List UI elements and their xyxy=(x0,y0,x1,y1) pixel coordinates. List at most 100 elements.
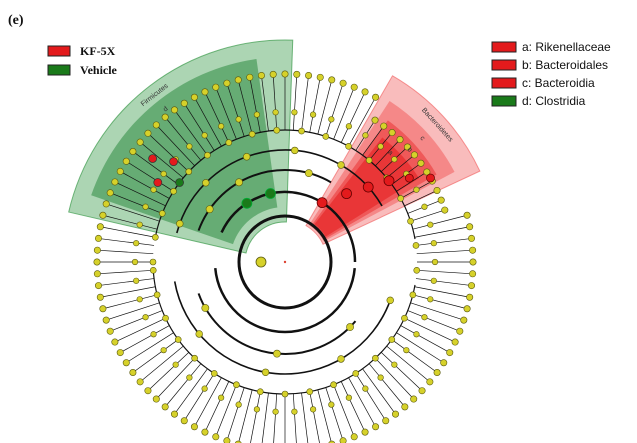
leaf-branch xyxy=(156,357,195,400)
leaf-branch xyxy=(396,332,444,364)
leaf-branch xyxy=(139,141,184,179)
leaf-branch xyxy=(194,97,222,147)
leaf-branch xyxy=(126,160,174,192)
leaf-branch xyxy=(412,214,468,230)
genus-node xyxy=(142,203,149,210)
leaf-node xyxy=(136,138,144,146)
kf5x-leaf-node xyxy=(405,173,414,183)
family-node xyxy=(233,381,240,389)
leaf-branch xyxy=(292,393,297,443)
leaf-node xyxy=(328,76,336,84)
genus-node xyxy=(160,347,167,354)
leaf-node xyxy=(396,136,404,144)
family-node xyxy=(298,127,305,135)
taxa-swatch-c xyxy=(491,77,517,89)
leaf-branch xyxy=(375,139,401,167)
family-node xyxy=(306,388,314,395)
genus-node xyxy=(291,408,298,415)
genus-node xyxy=(310,406,317,413)
family-node xyxy=(170,187,177,195)
family-node xyxy=(397,195,404,202)
leaf-branch xyxy=(333,384,355,437)
leaf-branch xyxy=(249,77,261,133)
bacteroidales-node xyxy=(341,188,352,200)
arc-level-4b xyxy=(173,281,391,375)
leaf-branch xyxy=(132,151,179,185)
class-node xyxy=(235,178,243,187)
leaf-branch xyxy=(226,387,245,441)
family-node xyxy=(149,266,157,274)
leaf-branch xyxy=(102,214,158,230)
genus-node xyxy=(235,116,242,123)
leaf-node xyxy=(170,106,178,114)
leaf-branch xyxy=(261,75,269,132)
genus-node xyxy=(253,406,260,413)
leaf-node xyxy=(437,196,445,204)
vehicle-node xyxy=(175,178,184,187)
leaf-node xyxy=(180,99,188,107)
leaf-branch xyxy=(120,325,170,353)
leaf-node xyxy=(440,359,448,367)
order-node xyxy=(242,153,251,161)
leaf-branch xyxy=(317,79,333,135)
leaf-branch xyxy=(410,209,445,222)
genus-node xyxy=(142,314,149,321)
leaf-branch xyxy=(317,389,332,443)
family-node xyxy=(248,130,256,138)
leaf-node xyxy=(339,437,347,443)
leaf-node xyxy=(106,327,114,335)
genus-node xyxy=(272,109,279,116)
leaf-node xyxy=(426,378,434,386)
leaf-node xyxy=(371,116,379,124)
leaf-node xyxy=(106,189,114,197)
vehicle-swatch xyxy=(47,64,71,76)
genus-node xyxy=(172,361,179,368)
leaf-node xyxy=(201,88,209,96)
order-node xyxy=(386,296,394,305)
family-node xyxy=(256,388,264,395)
leaf-node xyxy=(212,83,220,91)
genus-node xyxy=(131,258,139,266)
clostridia-sector xyxy=(91,58,278,245)
leaf-branch xyxy=(126,332,174,364)
leaf-branch xyxy=(100,286,156,298)
leaf-node xyxy=(99,305,107,313)
taxa-swatch-d xyxy=(491,95,517,107)
genus-node xyxy=(421,314,428,321)
leaf-node xyxy=(392,410,400,418)
leaf-node xyxy=(466,293,474,301)
leaf-node xyxy=(93,258,101,266)
leaf-node xyxy=(380,122,388,130)
family-node xyxy=(174,336,182,343)
leaf-branch xyxy=(110,192,163,214)
taxa-label-a: a: Rikenellaceae xyxy=(522,40,611,54)
order-node xyxy=(337,355,345,363)
leaf-branch xyxy=(386,345,431,383)
leaf-branch xyxy=(272,74,278,131)
family-node xyxy=(372,354,379,362)
leaf-node xyxy=(223,437,231,443)
leaf-branch xyxy=(404,190,438,207)
taxa-swatch-a xyxy=(491,41,517,53)
taxa-label-b: b: Bacteroidales xyxy=(522,58,608,72)
leaf-branch xyxy=(106,203,160,222)
leaf-node xyxy=(361,88,369,96)
genus-node xyxy=(345,123,352,130)
family-node xyxy=(352,370,360,377)
leaf-branch xyxy=(238,389,253,443)
leaf-branch xyxy=(404,317,456,343)
leaf-node xyxy=(102,316,110,324)
leaf-branch xyxy=(215,87,237,140)
leaf-node xyxy=(423,168,431,176)
leaf-node xyxy=(96,223,104,231)
leaf-node xyxy=(152,395,160,403)
genus-node xyxy=(430,240,437,247)
leaf-node xyxy=(111,178,119,186)
kf5x-label: KF-5X xyxy=(80,44,116,58)
leaf-node xyxy=(257,71,265,79)
arc-level-5 xyxy=(154,129,416,240)
cladogram-nodes xyxy=(93,70,477,443)
leaf-node xyxy=(466,223,474,231)
leaf-branch xyxy=(183,373,215,421)
